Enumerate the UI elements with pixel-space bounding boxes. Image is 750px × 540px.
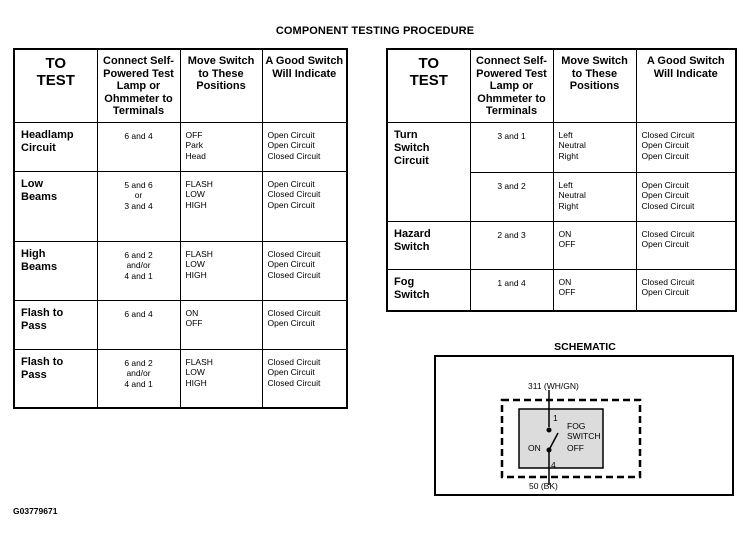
- fog-label: FOG: [567, 421, 585, 431]
- terminals-cell: 6 and 2 and/or 4 and 1: [96, 240, 181, 301]
- header-move-switch: Move Switch to These Positions: [179, 48, 263, 123]
- header-row: TO TEST Connect Self- Powered Test Lamp …: [386, 48, 737, 123]
- positions-cell: Left Neutral Right: [552, 171, 637, 222]
- terminals-cell: 2 and 3: [469, 220, 554, 270]
- wire-bottom-label: 50 (BK): [529, 481, 558, 491]
- terminals-cell: 6 and 4: [96, 299, 181, 350]
- test-cell: High Beams: [13, 240, 98, 301]
- header-to-test: TO TEST: [386, 48, 471, 123]
- table-row: Turn Switch Circuit 3 and 1 Left Neutral…: [386, 121, 737, 222]
- pin-bottom-label: 4: [551, 460, 556, 470]
- header-good-switch: A Good Switch Will Indicate: [261, 48, 348, 123]
- off-label: OFF: [567, 443, 584, 453]
- header-row: TO TEST Connect Self- Powered Test Lamp …: [13, 48, 348, 123]
- positions-cell: FLASH LOW HIGH: [179, 170, 263, 242]
- positions-cell: ON OFF: [552, 220, 637, 270]
- results-cell: Closed Circuit Open Circuit: [261, 299, 348, 350]
- wire-top-label: 311 (WH/GN): [528, 381, 579, 391]
- test-cell: Turn Switch Circuit: [386, 121, 471, 222]
- positions-cell: FLASH LOW HIGH: [179, 240, 263, 301]
- test-cell: Flash to Pass: [13, 299, 98, 350]
- terminals-cell: 3 and 1: [469, 121, 554, 173]
- table-row: Flash to Pass 6 and 2 and/or 4 and 1 FLA…: [13, 348, 348, 409]
- results-cell: Closed Circuit Open Circuit Closed Circu…: [261, 240, 348, 301]
- pin-top-label: 1: [553, 413, 558, 423]
- header-connect: Connect Self- Powered Test Lamp or Ohmme…: [469, 48, 554, 123]
- table-row: Fog Switch 1 and 4 ON OFF Closed Circuit…: [386, 268, 737, 312]
- results-cell: Closed Circuit Open Circuit: [635, 268, 737, 312]
- fog-switch-schematic: 311 (WH/GN) 1 FOG SWITCH ON OFF 4 50 (BK…: [500, 381, 642, 491]
- header-good-switch: A Good Switch Will Indicate: [635, 48, 737, 123]
- test-cell: Flash to Pass: [13, 348, 98, 409]
- page-title: COMPONENT TESTING PROCEDURE: [275, 25, 475, 37]
- switch-label: SWITCH: [567, 431, 601, 441]
- results-cell: Closed Circuit Open Circuit Open Circuit: [635, 121, 737, 173]
- positions-cell: FLASH LOW HIGH: [179, 348, 263, 409]
- switch-body: [518, 408, 604, 469]
- table-row: Flash to Pass 6 and 4 ON OFF Closed Circ…: [13, 299, 348, 350]
- terminals-cell: 1 and 4: [469, 268, 554, 312]
- table-row: Hazard Switch 2 and 3 ON OFF Closed Circ…: [386, 220, 737, 270]
- results-cell: Closed Circuit Open Circuit: [635, 220, 737, 270]
- test-cell: Low Beams: [13, 170, 98, 242]
- test-cell: Headlamp Circuit: [13, 121, 98, 172]
- figure-code: G03779671: [13, 506, 58, 516]
- test-cell: Hazard Switch: [386, 220, 471, 270]
- terminals-cell: 6 and 2 and/or 4 and 1: [96, 348, 181, 409]
- terminals-cell: 6 and 4: [96, 121, 181, 172]
- on-label: ON: [528, 443, 541, 453]
- header-connect: Connect Self- Powered Test Lamp or Ohmme…: [96, 48, 181, 123]
- terminals-cell: 3 and 2: [469, 171, 554, 222]
- left-testing-table: TO TEST Connect Self- Powered Test Lamp …: [13, 48, 348, 409]
- results-cell: Open Circuit Open Circuit Closed Circuit: [635, 171, 737, 222]
- terminals-cell: 5 and 6 or 3 and 4: [96, 170, 181, 242]
- table-row: High Beams 6 and 2 and/or 4 and 1 FLASH …: [13, 240, 348, 301]
- schematic-title: SCHEMATIC: [554, 341, 616, 353]
- table-row: 3 and 2 Left Neutral Right Open Circuit …: [387, 171, 737, 222]
- positions-cell: Left Neutral Right: [552, 121, 637, 173]
- positions-cell: OFF Park Head: [179, 121, 263, 172]
- header-move-switch: Move Switch to These Positions: [552, 48, 637, 123]
- table-row: Headlamp Circuit 6 and 4 OFF Park Head O…: [13, 121, 348, 172]
- table-row: Low Beams 5 and 6 or 3 and 4 FLASH LOW H…: [13, 170, 348, 242]
- results-cell: Closed Circuit Open Circuit Closed Circu…: [261, 348, 348, 409]
- results-cell: Open Circuit Closed Circuit Open Circuit: [261, 170, 348, 242]
- positions-cell: ON OFF: [179, 299, 263, 350]
- results-cell: Open Circuit Open Circuit Closed Circuit: [261, 121, 348, 172]
- positions-cell: ON OFF: [552, 268, 637, 312]
- schematic-box: 311 (WH/GN) 1 FOG SWITCH ON OFF 4 50 (BK…: [434, 355, 734, 496]
- header-to-test: TO TEST: [13, 48, 98, 123]
- switch-arm: [548, 432, 559, 451]
- right-testing-table: TO TEST Connect Self- Powered Test Lamp …: [386, 48, 737, 312]
- housing-outline: [500, 398, 642, 479]
- contact-top: [546, 427, 552, 433]
- test-cell: Fog Switch: [386, 268, 471, 312]
